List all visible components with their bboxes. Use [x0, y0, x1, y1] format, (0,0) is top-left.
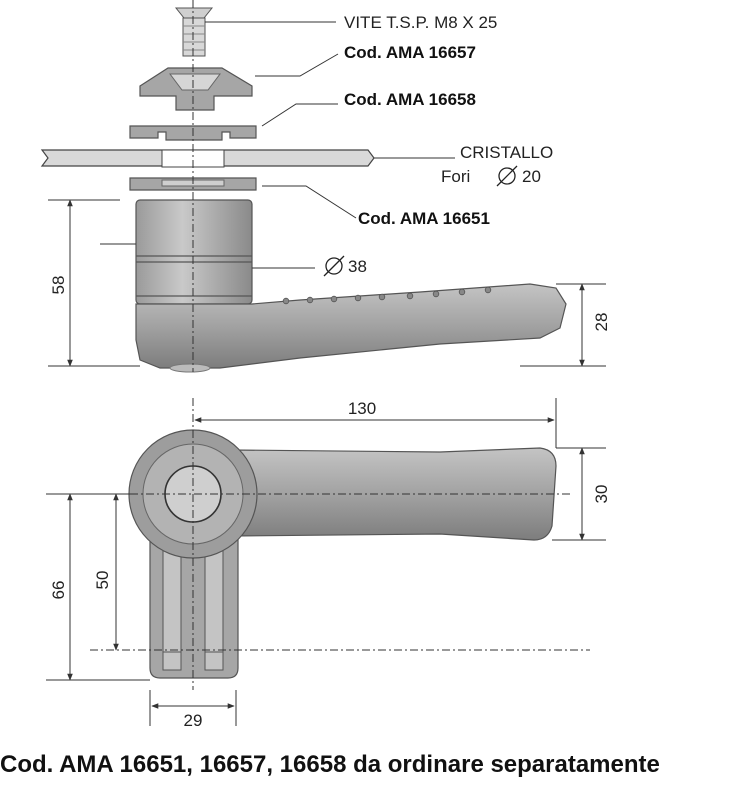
callout-holes-value: 20 [522, 167, 541, 186]
callout-lower-washer: Cod. AMA 16651 [358, 209, 490, 228]
lever-side [135, 283, 567, 373]
dim-hub-diameter: 38 [348, 257, 367, 276]
dim-lever-height: 28 [592, 313, 611, 332]
diameter-icon [496, 165, 518, 187]
callout-cap: Cod. AMA 16657 [344, 43, 476, 62]
screw [174, 7, 214, 57]
dim-side-height: 58 [49, 276, 68, 295]
diameter-icon [323, 255, 345, 277]
callout-glass: CRISTALLO [460, 143, 553, 162]
dim-stem-width: 29 [184, 711, 203, 730]
dim-58-lines [48, 199, 140, 367]
cap-part [139, 67, 253, 111]
dim-pin-offset: 50 [93, 571, 112, 590]
dim-overall-depth: 66 [49, 581, 68, 600]
callout-screw: VITE T.S.P. M8 X 25 [344, 13, 497, 32]
dim-28-lines [520, 283, 606, 367]
callout-upper-washer: Cod. AMA 16658 [344, 90, 476, 109]
glass-plate [40, 149, 375, 168]
dim-width: 30 [592, 485, 611, 504]
leader-lines [100, 21, 455, 269]
dim-30-lines [552, 447, 606, 541]
dim-130-lines [194, 398, 557, 448]
callout-holes-prefix: Fori [441, 167, 470, 186]
dim-29-lines [149, 690, 237, 726]
dim-length: 130 [348, 399, 376, 418]
hub [135, 199, 253, 305]
footer-note: Cod. AMA 16651, 16657, 16658 da ordinare… [0, 751, 660, 778]
